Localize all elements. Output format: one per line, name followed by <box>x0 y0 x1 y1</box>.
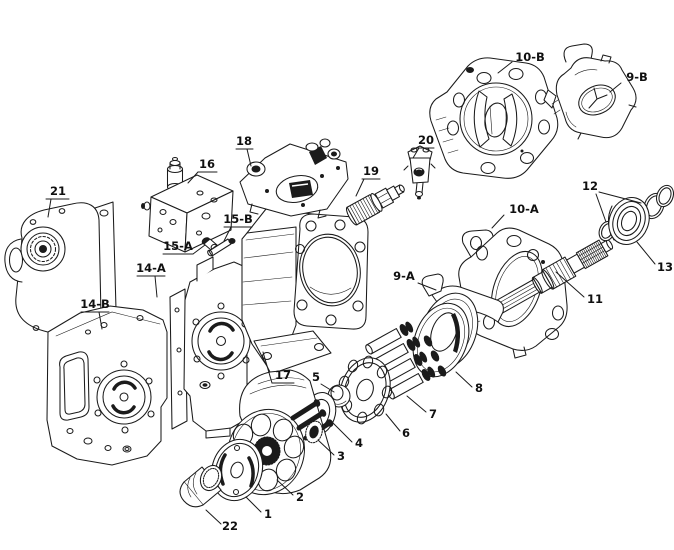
callout-3: 3 <box>317 439 345 463</box>
callout-1: 1 <box>245 496 272 521</box>
callout-label-14-A: 14-A <box>136 261 166 275</box>
callout-17: 17 <box>262 351 295 384</box>
part-18-regulator <box>239 138 349 219</box>
callout-label-10-A: 10-A <box>509 202 539 216</box>
part-22-bushing <box>179 464 223 508</box>
callout-5: 5 <box>312 370 335 393</box>
callout-9-A: 9-A <box>393 269 437 291</box>
callout-label-15-A: 15-A <box>163 239 193 253</box>
callout-label-12: 12 <box>582 179 598 193</box>
callout-2: 2 <box>276 479 304 504</box>
callout-22: 22 <box>205 509 238 533</box>
callout-label-13: 13 <box>657 260 673 274</box>
part-20-valve <box>403 145 436 200</box>
part-10-b-support <box>429 57 559 179</box>
callout-18: 18 <box>235 134 254 167</box>
callout-label-11: 11 <box>587 292 603 306</box>
callout-12: 12 <box>582 179 642 223</box>
callout-label-19: 19 <box>363 164 379 178</box>
part-13-seal-cover <box>607 197 650 245</box>
callout-7: 7 <box>406 395 437 421</box>
callout-10-B: 10-B <box>497 50 545 74</box>
callout-label-10-B: 10-B <box>515 50 545 64</box>
callout-6: 6 <box>385 413 410 440</box>
callout-15-A: 15-A <box>162 239 206 255</box>
part-17-pump-housing <box>241 208 369 375</box>
part-3-spring-set <box>290 399 334 444</box>
part-14-a-casing <box>169 256 253 439</box>
part-10-a-front-case <box>458 227 568 359</box>
callout-label-2: 2 <box>296 490 304 504</box>
callout-14-A: 14-A <box>136 261 166 298</box>
callout-label-22: 22 <box>222 519 238 533</box>
callout-19: 19 <box>355 164 381 197</box>
callout-layer: 123456789-A9-B10-A10-B11121314-A14-B15-A… <box>45 50 673 533</box>
callout-label-7: 7 <box>429 407 437 421</box>
part-1-valve-plate <box>210 438 264 502</box>
callout-label-14-B: 14-B <box>80 297 110 311</box>
part-16-valve-block <box>141 156 234 253</box>
callout-label-17: 17 <box>275 368 291 382</box>
callout-label-1: 1 <box>264 507 272 521</box>
part-9-b-swash-plate <box>543 43 637 140</box>
callout-11: 11 <box>555 271 603 306</box>
callout-label-8: 8 <box>475 381 483 395</box>
callout-20: 20 <box>412 133 435 159</box>
callout-9-B: 9-B <box>609 70 648 93</box>
callout-15-B: 15-B <box>223 212 253 242</box>
callout-label-18: 18 <box>236 134 252 148</box>
callout-label-9-A: 9-A <box>393 269 415 283</box>
callout-14-B: 14-B <box>80 297 110 330</box>
callout-label-16: 16 <box>199 157 215 171</box>
callout-label-21: 21 <box>50 184 66 198</box>
callout-label-20: 20 <box>418 133 434 147</box>
callout-8: 8 <box>455 371 483 395</box>
part-14-b-casing <box>46 305 168 466</box>
callout-label-9-B: 9-B <box>626 70 648 84</box>
callout-16: 16 <box>187 157 218 184</box>
callout-label-3: 3 <box>337 449 345 463</box>
callout-21: 21 <box>45 184 70 218</box>
part-6-set-plate <box>338 355 393 425</box>
callout-label-4: 4 <box>355 436 363 450</box>
callout-4: 4 <box>332 422 363 450</box>
part-15-b-pin <box>207 238 236 257</box>
callout-13: 13 <box>636 241 673 274</box>
callout-label-15-B: 15-B <box>223 212 253 226</box>
part-19-relief-valve <box>345 184 405 226</box>
callout-10-A: 10-A <box>491 202 539 229</box>
callout-label-6: 6 <box>402 426 410 440</box>
callout-label-5: 5 <box>312 370 320 384</box>
